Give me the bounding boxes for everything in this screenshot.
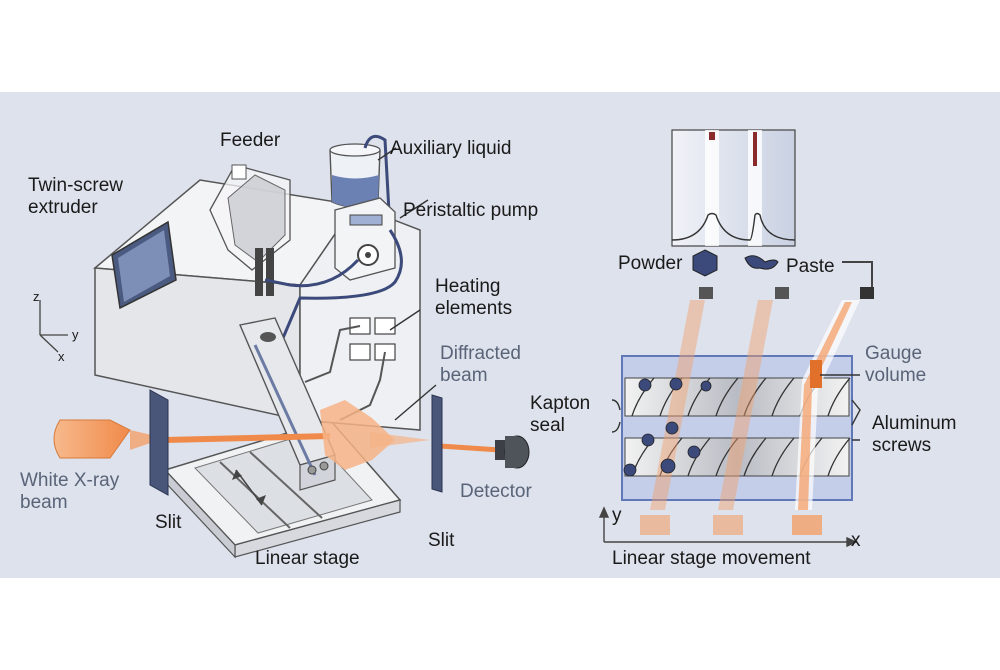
screw-flight xyxy=(827,437,851,477)
screw-flight xyxy=(743,437,767,477)
feeder xyxy=(209,164,291,296)
feeder-pipe-1 xyxy=(255,248,263,296)
powder-particles xyxy=(623,377,712,477)
feeder-pipe-2 xyxy=(266,248,274,296)
screw-flight xyxy=(743,377,767,417)
label-linear-stage-movement: Linear stage movement xyxy=(612,548,811,569)
axis-label-x-left: x xyxy=(58,349,65,364)
paste-icon xyxy=(744,255,779,270)
coordinate-axes-right xyxy=(598,506,858,548)
axis-label-y-left: y xyxy=(72,327,79,342)
screw-flight xyxy=(715,377,739,417)
axis-label-x-right: x xyxy=(851,530,861,551)
label-slit-right: Slit xyxy=(428,530,455,551)
stage-arrow-head-up xyxy=(232,470,242,480)
detector xyxy=(495,435,530,469)
label-peristaltic-pump: Peristaltic pump xyxy=(403,200,539,221)
screw-flight xyxy=(659,437,683,477)
screw-flight xyxy=(771,377,795,417)
screw-flight xyxy=(631,377,655,417)
diffraction-cone xyxy=(320,400,395,470)
gauge-volume-marker xyxy=(810,360,822,388)
xray-beam xyxy=(53,400,501,470)
axis-label-z-left: z xyxy=(33,289,40,304)
label-detector: Detector xyxy=(460,481,532,502)
label-linear-stage: Linear stage xyxy=(255,548,360,569)
incident-beam xyxy=(164,433,331,443)
diffraction-pattern xyxy=(671,129,796,247)
screw-flight xyxy=(827,377,851,417)
leader-lines xyxy=(377,147,861,441)
label-auxiliary-liquid: Auxiliary liquid xyxy=(390,138,512,159)
label-paste: Paste xyxy=(786,256,835,277)
powder-icon xyxy=(692,249,718,277)
coordinate-axes-left xyxy=(39,300,68,353)
stage-arrow-head-down xyxy=(256,495,266,505)
label-feeder: Feeder xyxy=(220,130,281,151)
gauge-volume-beams xyxy=(640,287,874,535)
axis-label-y-right: y xyxy=(612,505,622,526)
label-powder: Powder xyxy=(618,253,683,274)
screw-flight xyxy=(715,437,739,477)
slit-left xyxy=(149,389,169,496)
screw-flight xyxy=(771,437,795,477)
peristaltic-pump xyxy=(264,197,403,346)
paste-connector xyxy=(842,261,873,290)
slit-right xyxy=(431,394,443,493)
label-slit-left: Slit xyxy=(155,512,182,533)
diffracted-beam xyxy=(439,443,501,453)
